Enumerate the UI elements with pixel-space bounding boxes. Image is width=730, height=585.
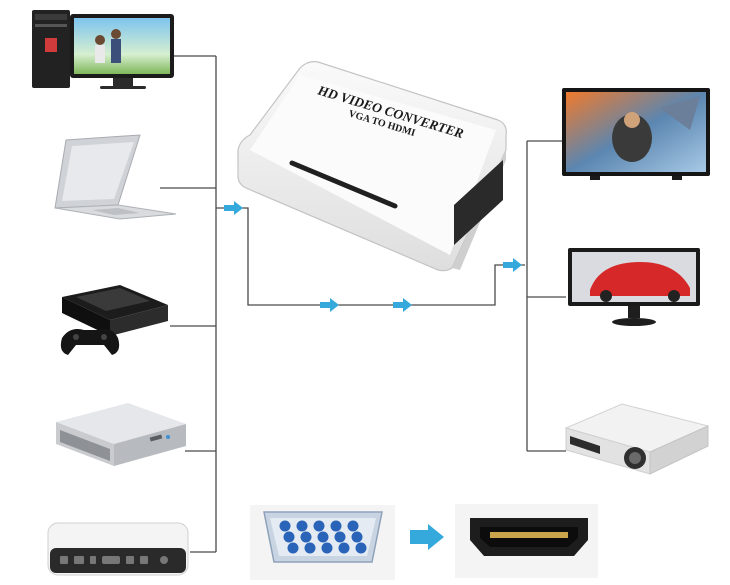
arrow-icon — [224, 201, 243, 215]
vga-port-icon — [250, 505, 395, 580]
arrow-icon — [320, 298, 339, 312]
vga-pin — [338, 542, 350, 554]
vga-slot — [289, 160, 398, 209]
arrow-icon — [393, 298, 412, 312]
monitor-icon — [568, 248, 700, 326]
vga-pin — [313, 520, 325, 532]
vga-pin — [279, 520, 291, 532]
vga-pin — [304, 542, 316, 554]
vga-pin — [334, 531, 346, 543]
conversion-arrow-icon — [410, 524, 444, 550]
dvd-player-icon — [56, 403, 186, 466]
laptop-icon — [54, 134, 177, 220]
vga-pin — [300, 531, 312, 543]
vga-pin — [330, 520, 342, 532]
vga-pin — [296, 520, 308, 532]
vga-pin — [317, 531, 329, 543]
signal-arrows — [224, 201, 522, 312]
vga-pin — [355, 542, 367, 554]
vga-pin — [287, 542, 299, 554]
vga-pins — [279, 520, 367, 554]
projector-icon — [564, 403, 710, 475]
game-console-icon — [60, 285, 168, 355]
desktop-computer-icon — [32, 10, 174, 89]
hdmi-port-icon — [455, 504, 598, 578]
hdtv-icon — [562, 88, 710, 180]
vga-pin — [321, 542, 333, 554]
media-box-icon — [47, 522, 189, 576]
vga-pin — [283, 531, 295, 543]
arrow-icon — [503, 258, 522, 272]
vga-pin — [347, 520, 359, 532]
hdmi-side-port — [454, 160, 503, 245]
vga-pin — [351, 531, 363, 543]
hd-video-converter-device: HD VIDEO CONVERTER VGA TO HDMI — [237, 61, 507, 272]
